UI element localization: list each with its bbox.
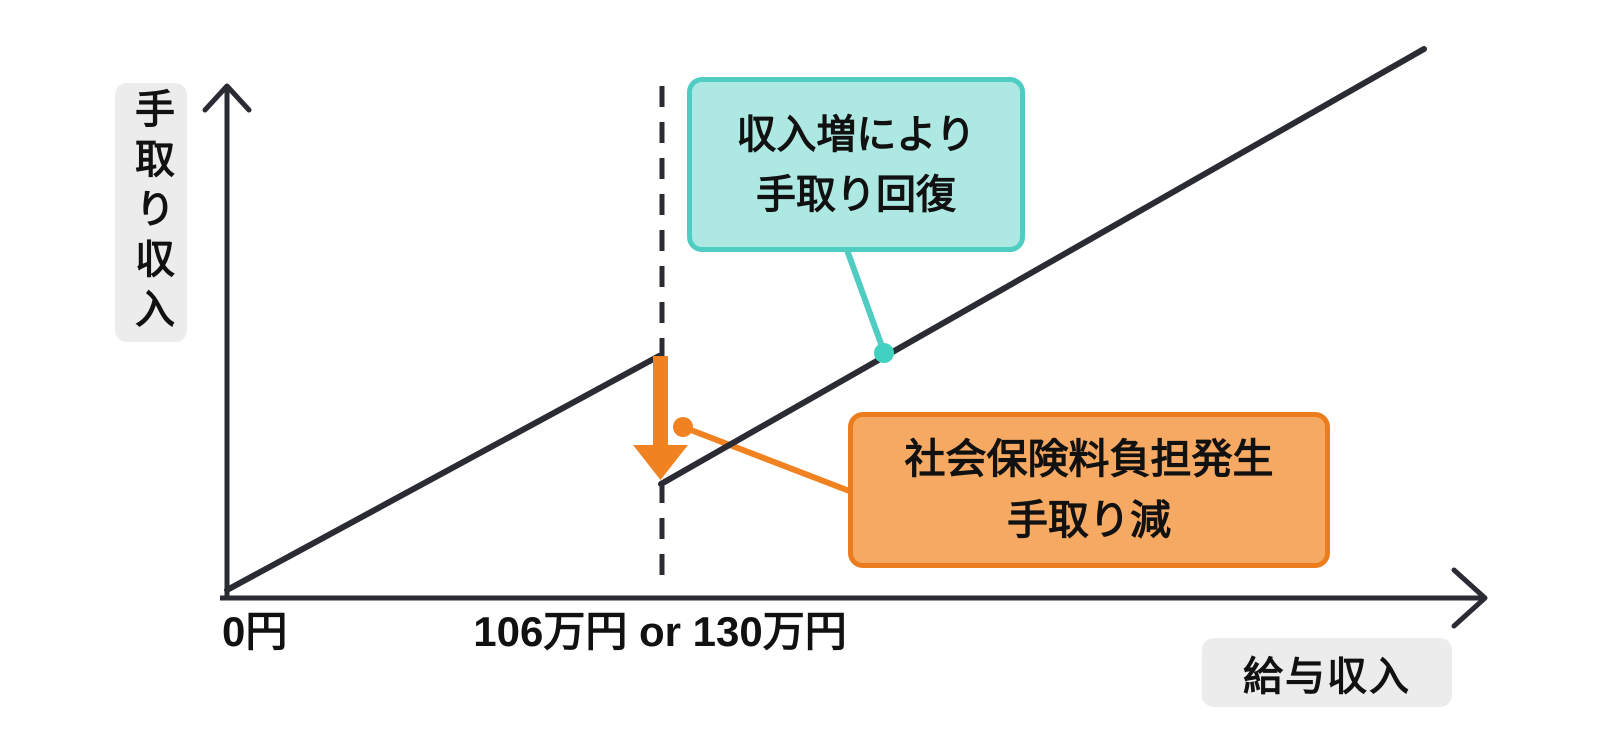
recover-anchor-dot	[874, 343, 894, 363]
drop-anchor-dot	[673, 417, 693, 437]
recover-callout-connector	[844, 248, 887, 354]
x-axis-label: 給与収入	[1202, 638, 1452, 707]
y-axis-label: 手取り収入	[115, 83, 187, 342]
recover-callout-line1: 収入増により	[736, 112, 976, 157]
drop-callout-line1: 社会保険料負担発生	[904, 436, 1274, 482]
drop-callout-line2: 手取り減	[1007, 497, 1171, 543]
drop-callout-connector	[681, 424, 854, 495]
x-axis-arrow-icon	[1451, 567, 1488, 629]
recover-callout: 収入増により 手取り回復	[687, 77, 1025, 252]
drop-arrow-icon	[633, 356, 688, 480]
x-tick-origin: 0円	[222, 608, 288, 655]
x-tick-threshold: 106万円 or 130万円	[473, 608, 847, 655]
takehome-line-after-threshold	[658, 46, 1427, 487]
recover-callout-line2: 手取り回復	[756, 172, 956, 217]
y-axis-arrow-icon	[202, 83, 252, 113]
drop-callout: 社会保険料負担発生 手取り減	[848, 412, 1330, 568]
takehome-line-before-threshold	[224, 353, 662, 593]
